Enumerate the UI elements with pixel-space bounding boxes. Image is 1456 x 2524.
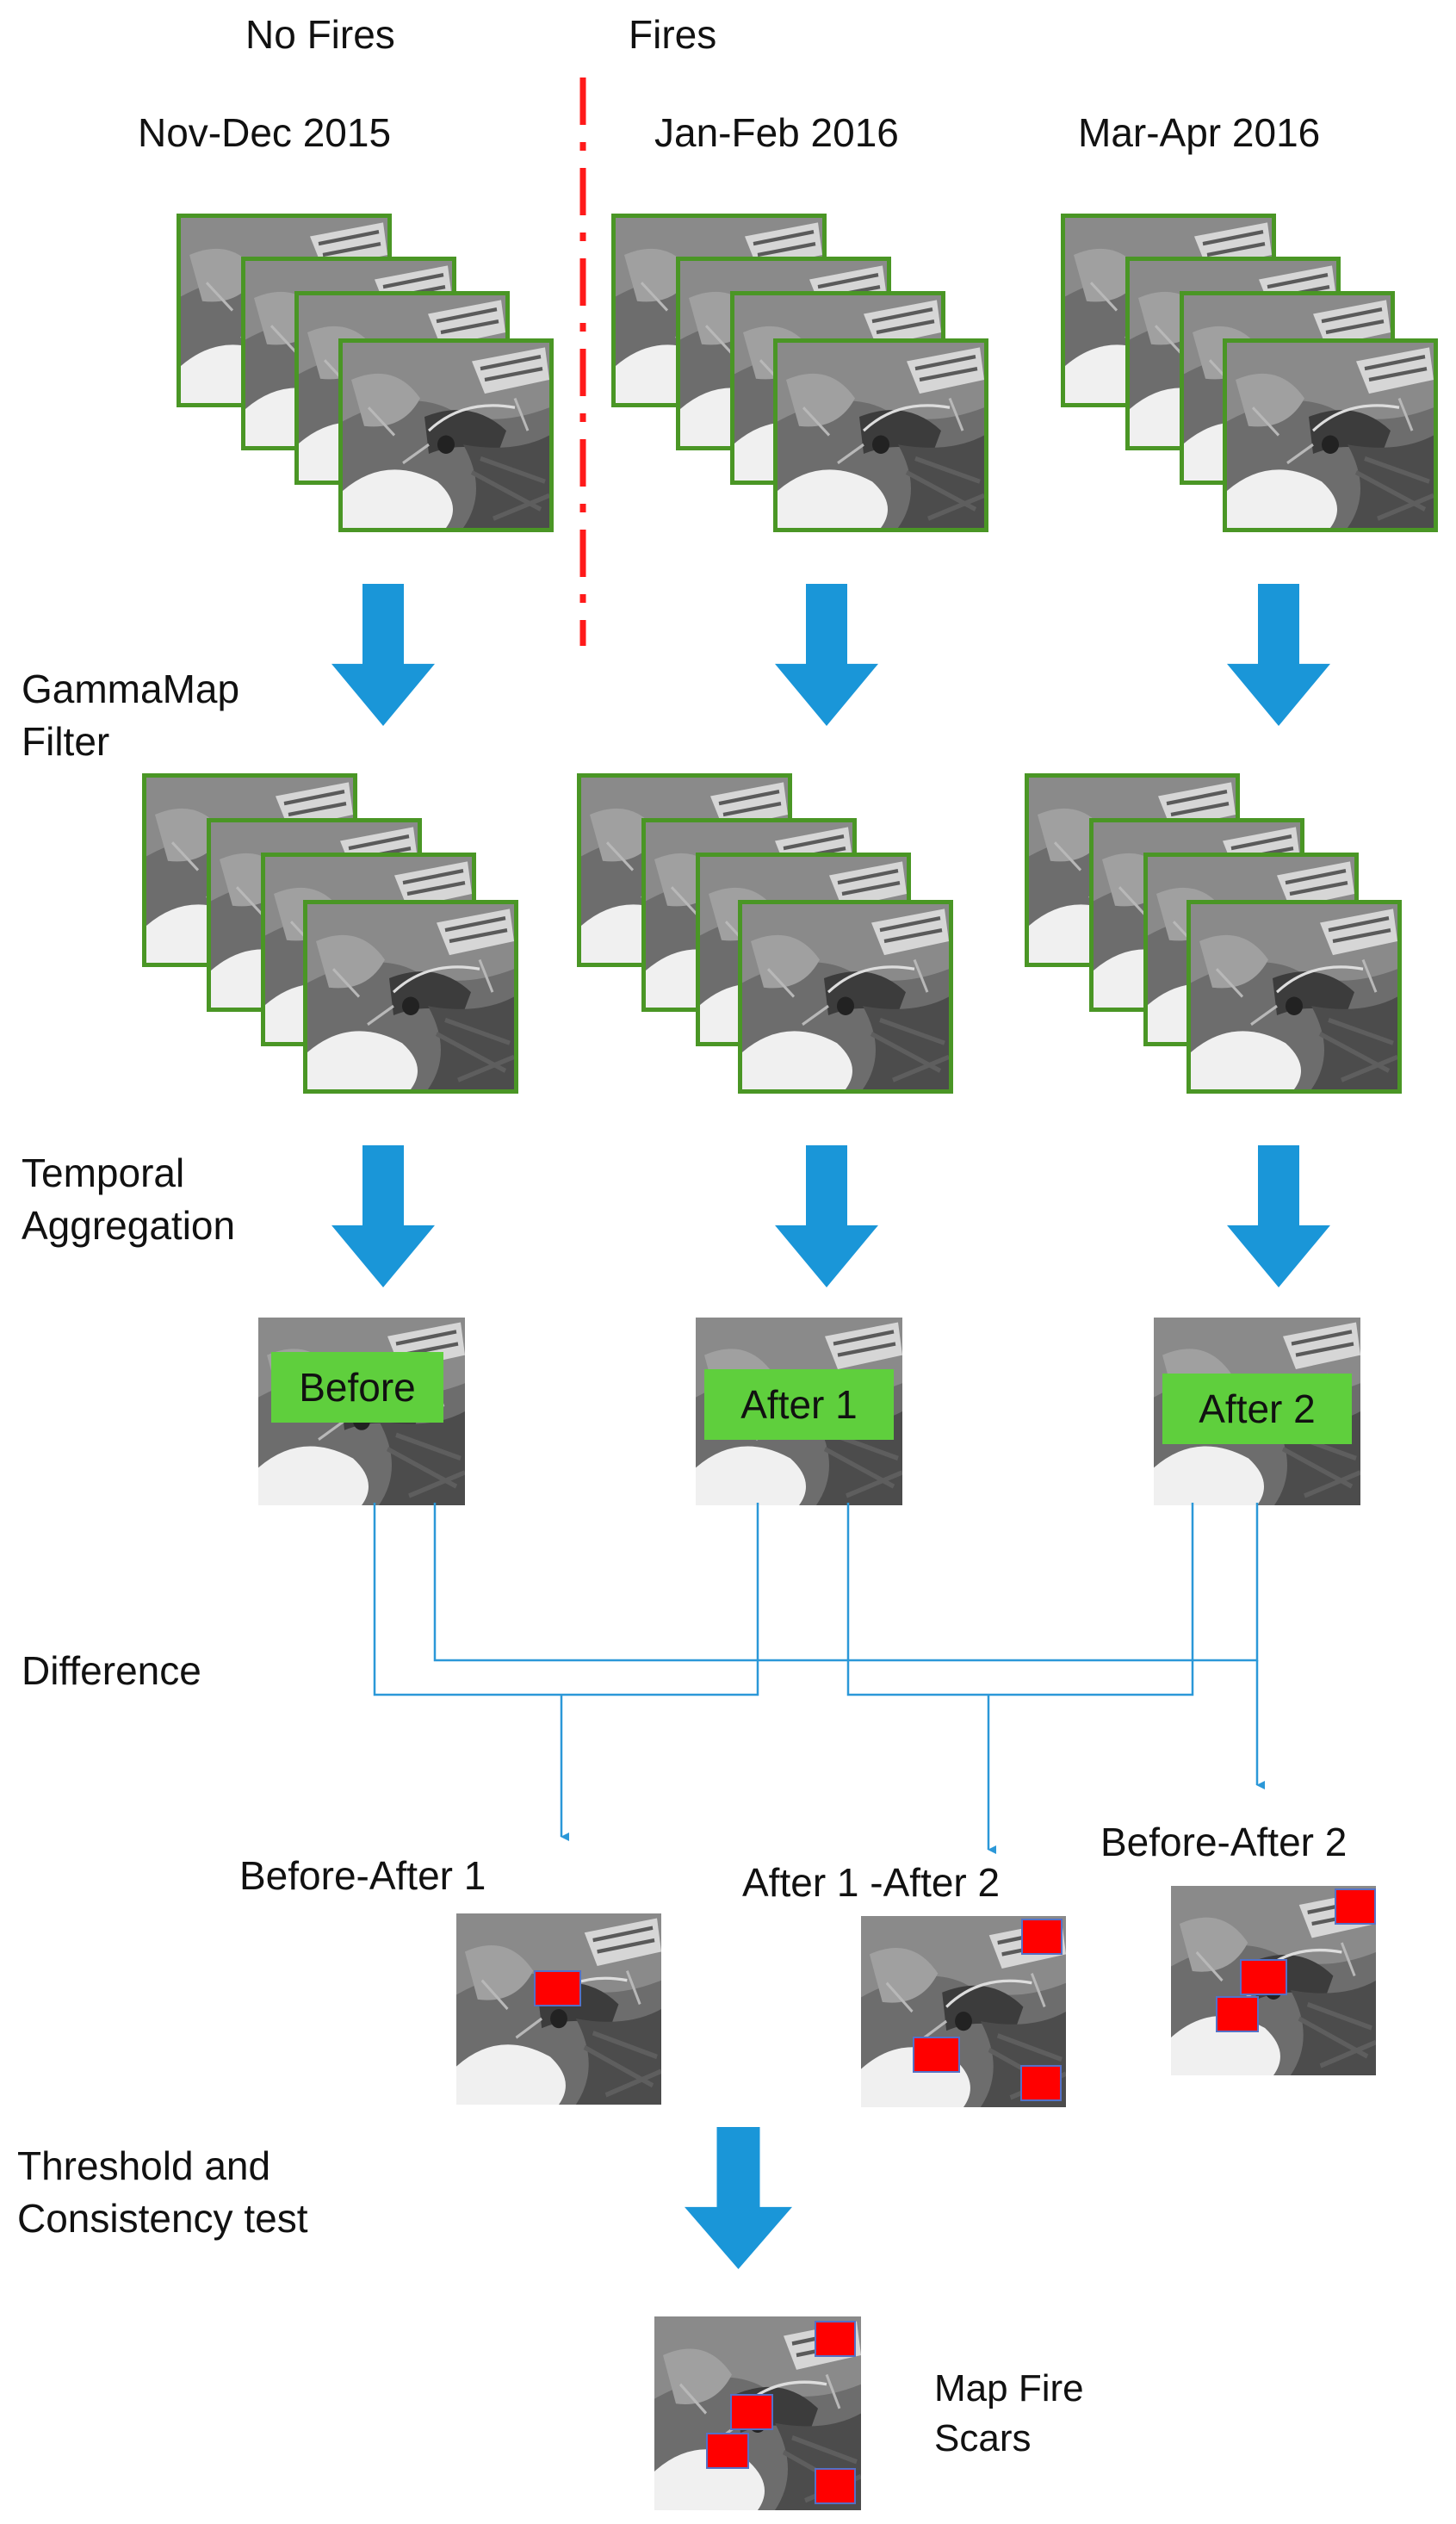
- red-square-marker: [1216, 1996, 1259, 2032]
- difference-label-after-1-after-2: After 1 -After 2: [742, 1860, 1001, 1905]
- red-square-marker: [913, 2037, 960, 2073]
- difference-label-before-after-1: Before-After 1: [239, 1853, 486, 1898]
- difference-label-before-after-2: Before-After 2: [1100, 1820, 1348, 1864]
- period-header-jan-feb-2016: Jan-Feb 2016: [654, 110, 899, 155]
- map-fire-scars-label: Map Fire Scars: [934, 2367, 1084, 2460]
- down-arrow-icon: [685, 2127, 792, 2269]
- no-fires-header: No Fires: [245, 12, 395, 57]
- step-label-gammamap-filter: GammaMap Filter: [22, 667, 240, 764]
- step-label-threshold-consistency: Threshold and Consistency test: [17, 2143, 308, 2241]
- step-label-temporal-aggregation: Temporal Aggregation: [22, 1150, 236, 1248]
- red-square-marker: [815, 2468, 856, 2504]
- aggregate-label-after-2: After 2: [1162, 1374, 1352, 1444]
- period-header-nov-dec-2015: Nov-Dec 2015: [138, 110, 392, 155]
- red-square-marker: [815, 2321, 856, 2357]
- connector-before-after-2: [433, 1503, 1259, 1662]
- connector-before-after-1: [373, 1503, 759, 1696]
- connector-after-1-after-2: [846, 1503, 1194, 1696]
- red-square-marker: [1240, 1959, 1287, 1995]
- filtered-image-frame: [303, 900, 518, 1094]
- difference-image-before-after-1: [456, 1913, 661, 2105]
- red-square-marker: [534, 1970, 581, 2006]
- period-header-mar-apr-2016: Mar-Apr 2016: [1078, 110, 1321, 155]
- filtered-image-frame: [738, 900, 953, 1094]
- dash-dot-divider: [579, 78, 586, 646]
- step-label-difference: Difference: [22, 1648, 201, 1693]
- red-square-marker: [706, 2433, 749, 2469]
- raw-image-frame: [338, 338, 554, 532]
- aggregate-label-before: Before: [271, 1352, 443, 1423]
- raw-image-frame: [1223, 338, 1438, 532]
- aggregate-label-after-1: After 1: [704, 1369, 894, 1440]
- red-square-marker: [1335, 1888, 1376, 1925]
- fires-header: Fires: [629, 12, 717, 57]
- filtered-image-frame: [1186, 900, 1402, 1094]
- red-square-marker: [730, 2394, 773, 2430]
- red-square-marker: [1020, 2065, 1062, 2101]
- raw-image-frame: [773, 338, 988, 532]
- red-square-marker: [1021, 1919, 1063, 1955]
